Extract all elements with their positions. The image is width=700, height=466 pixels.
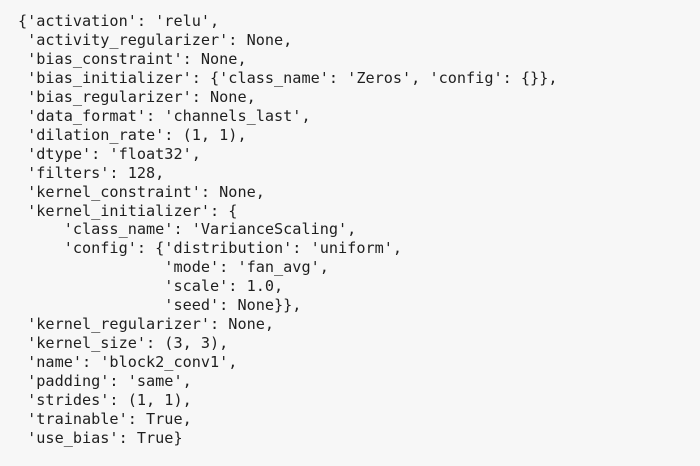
code-line: 'bias_regularizer': None, <box>18 87 256 106</box>
code-line: 'data_format': 'channels_last', <box>18 106 311 125</box>
code-line: 'scale': 1.0, <box>18 277 284 296</box>
code-output-block: {'activation': 'relu', 'activity_regular… <box>18 12 557 448</box>
code-line: 'name': 'block2_conv1', <box>18 353 238 372</box>
code-line: 'use_bias': True} <box>18 428 183 447</box>
code-line: 'dtype': 'float32', <box>18 144 201 163</box>
code-line: 'class_name': 'VarianceScaling', <box>18 220 357 239</box>
code-line: 'activity_regularizer': None, <box>18 30 293 49</box>
code-line: 'kernel_regularizer': None, <box>18 315 275 334</box>
code-line: 'mode': 'fan_avg', <box>18 258 329 277</box>
code-line: 'config': {'distribution': 'uniform', <box>18 239 403 258</box>
code-line: 'padding': 'same', <box>18 372 192 391</box>
code-line: 'bias_initializer': {'class_name': 'Zero… <box>18 68 558 87</box>
code-line: 'kernel_initializer': { <box>18 201 238 220</box>
code-line: 'seed': None}}, <box>18 296 302 315</box>
code-line: 'bias_constraint': None, <box>18 49 247 68</box>
code-line: 'trainable': True, <box>18 410 192 429</box>
code-line: 'filters': 128, <box>18 163 165 182</box>
code-line: 'kernel_constraint': None, <box>18 182 265 201</box>
code-line: {'activation': 'relu', <box>18 12 220 30</box>
code-line: 'kernel_size': (3, 3), <box>18 334 229 353</box>
code-line: 'dilation_rate': (1, 1), <box>18 125 247 144</box>
code-line: 'strides': (1, 1), <box>18 391 192 410</box>
